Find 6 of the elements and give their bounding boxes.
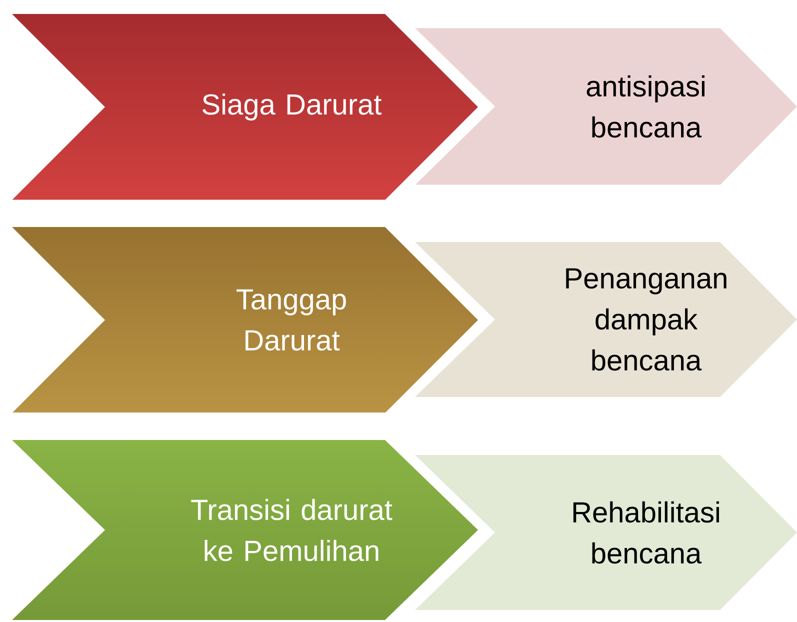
chevron: Transisi darurat ke Pemulihan <box>191 498 392 562</box>
chevron: antisipasi bencana <box>586 75 704 138</box>
chevron: Siaga Darurat <box>202 93 382 121</box>
chevron: Rehabilitasi bencana <box>573 501 719 564</box>
chevron: Tanggap Darurat <box>236 289 346 351</box>
chevron: Penanganan dampak bencana <box>566 268 726 371</box>
